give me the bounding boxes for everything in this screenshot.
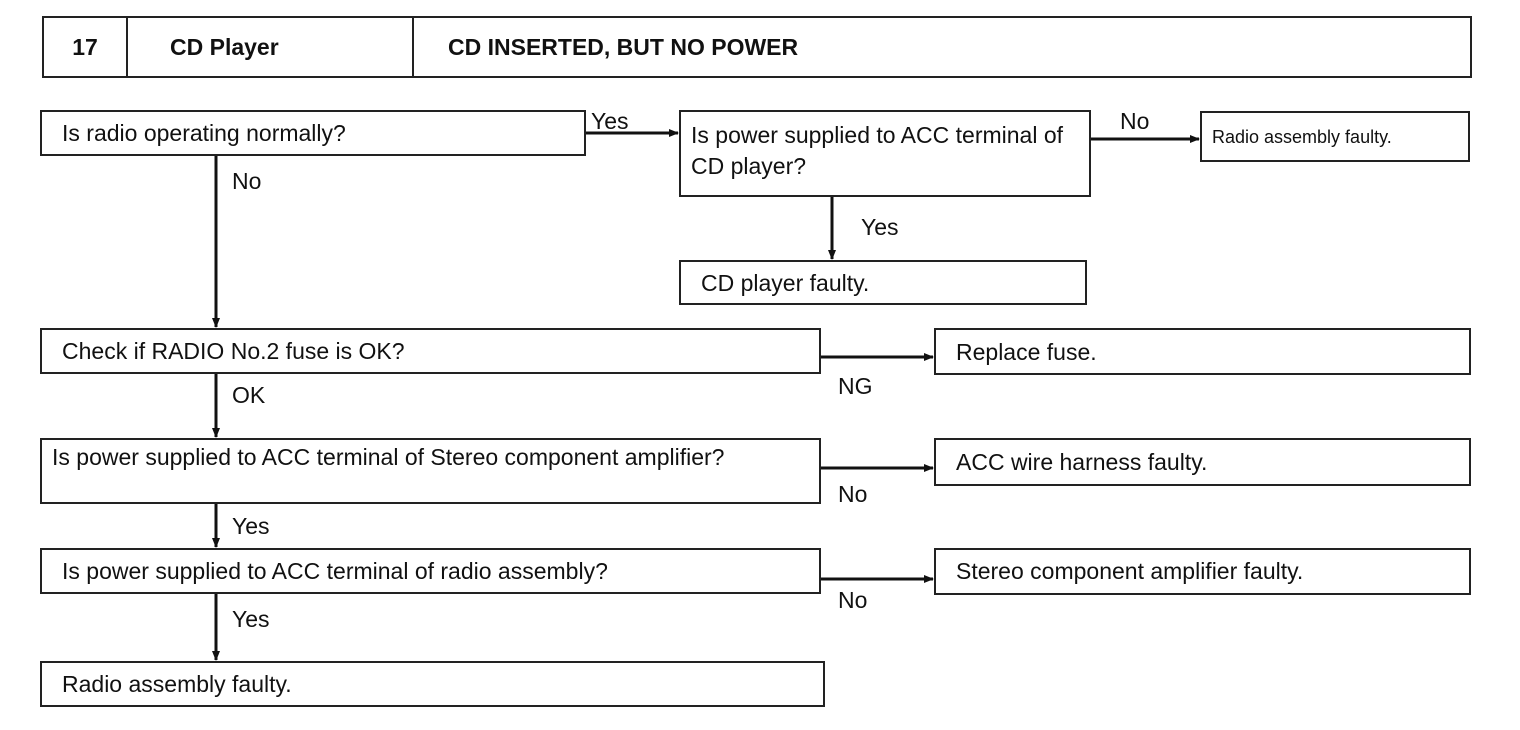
node-harness-faulty: ACC wire harness faulty. bbox=[934, 438, 1471, 486]
label-acc-radio-no: No bbox=[838, 587, 868, 613]
label-fuse-ok: OK bbox=[232, 382, 266, 408]
node-cd-faulty: CD player faulty. bbox=[679, 260, 1087, 305]
node-radio-faulty-2: Radio assembly faulty. bbox=[40, 661, 825, 707]
label-acc-amp-no: No bbox=[838, 481, 868, 507]
header-component: CD Player bbox=[128, 18, 414, 76]
node-acc-radio: Is power supplied to ACC terminal of rad… bbox=[40, 548, 821, 594]
header-symptom: CD INSERTED, BUT NO POWER bbox=[448, 33, 799, 60]
node-fuse-check: Check if RADIO No.2 fuse is OK? bbox=[40, 328, 821, 374]
label-acc-amp-yes: Yes bbox=[232, 513, 270, 539]
label-acc-radio-yes: Yes bbox=[232, 606, 270, 632]
node-radio-normal: Is radio operating normally? bbox=[40, 110, 586, 156]
node-replace-fuse: Replace fuse. bbox=[934, 328, 1471, 375]
label-acc-cd-no: No bbox=[1120, 108, 1150, 134]
node-acc-cd: Is power supplied to ACC terminal of CD … bbox=[679, 110, 1091, 197]
node-amp-faulty: Stereo component amplifier faulty. bbox=[934, 548, 1471, 595]
node-acc-amp: Is power supplied to ACC terminal of Ste… bbox=[40, 438, 821, 504]
label-radio-no: No bbox=[232, 168, 262, 194]
header-table: 17 CD Player CD INSERTED, BUT NO POWER bbox=[42, 16, 1472, 78]
header-number: 17 bbox=[44, 18, 128, 76]
label-acc-cd-yes: Yes bbox=[861, 214, 899, 240]
label-fuse-ng: NG bbox=[838, 373, 873, 399]
label-radio-yes: Yes bbox=[591, 108, 629, 134]
node-radio-faulty-1: Radio assembly faulty. bbox=[1200, 111, 1470, 162]
